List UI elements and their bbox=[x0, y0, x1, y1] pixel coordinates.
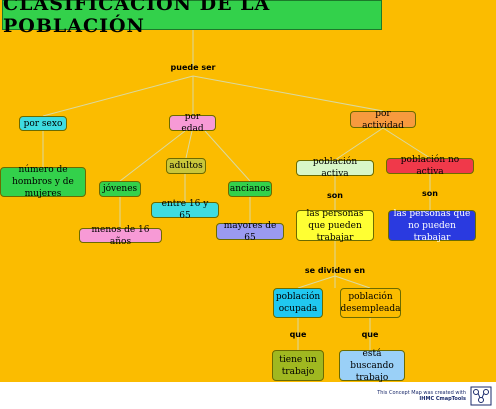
connector-lines bbox=[42, 30, 431, 350]
node-por-actividad[interactable]: por actividad bbox=[350, 109, 416, 131]
link-puede-ser: puede ser bbox=[170, 63, 216, 72]
node-poblacion-no-activa[interactable]: población no activa bbox=[386, 155, 474, 177]
node-menos-16[interactable]: menos de 16 años bbox=[79, 225, 162, 247]
credit-line-2: IHMC CmapTools bbox=[419, 396, 466, 402]
node-mayores-65[interactable]: mayores de 65 bbox=[216, 221, 284, 243]
node-poblacion-ocupada[interactable]: población ocupada bbox=[273, 288, 323, 318]
node-buscando-trabajo[interactable]: está buscando trabajo bbox=[339, 349, 405, 383]
cmaptools-logo-icon bbox=[470, 386, 492, 406]
node-ancianos[interactable]: ancianos bbox=[228, 181, 272, 197]
node-por-edad[interactable]: por edad bbox=[169, 112, 216, 134]
node-por-sexo[interactable]: por sexo bbox=[19, 116, 67, 131]
credit-line-1: This Concept Map was created with bbox=[377, 390, 466, 396]
node-jovenes[interactable]: jóvenes bbox=[99, 181, 141, 197]
link-son-activa: son bbox=[327, 191, 343, 200]
cmaptools-credit: This Concept Map was created with IHMC C… bbox=[377, 386, 492, 406]
node-entre-16-65[interactable]: entre 16 y 65 bbox=[151, 199, 219, 221]
node-poblacion-desempleada[interactable]: población desempleada bbox=[340, 288, 401, 318]
node-no-pueden-trabajar[interactable]: las personas que no pueden trabajar bbox=[388, 209, 476, 243]
node-poblacion-activa[interactable]: población activa bbox=[296, 157, 374, 179]
node-numero-hombres-mujeres[interactable]: número de hombros y de mujeres bbox=[0, 165, 86, 199]
link-se-dividen-en: se dividen en bbox=[304, 266, 366, 275]
map-title: CLASIFICACIÓN DE LA POBLACIÓN bbox=[2, 0, 382, 37]
link-que-ocupada: que bbox=[289, 330, 307, 339]
link-son-no-activa: son bbox=[422, 189, 438, 198]
node-pueden-trabajar[interactable]: las personas que pueden trabajar bbox=[296, 209, 374, 243]
link-que-desempleada: que bbox=[361, 330, 379, 339]
node-tiene-trabajo[interactable]: tiene un trabajo bbox=[272, 350, 324, 381]
node-adultos[interactable]: adultos bbox=[166, 158, 206, 174]
